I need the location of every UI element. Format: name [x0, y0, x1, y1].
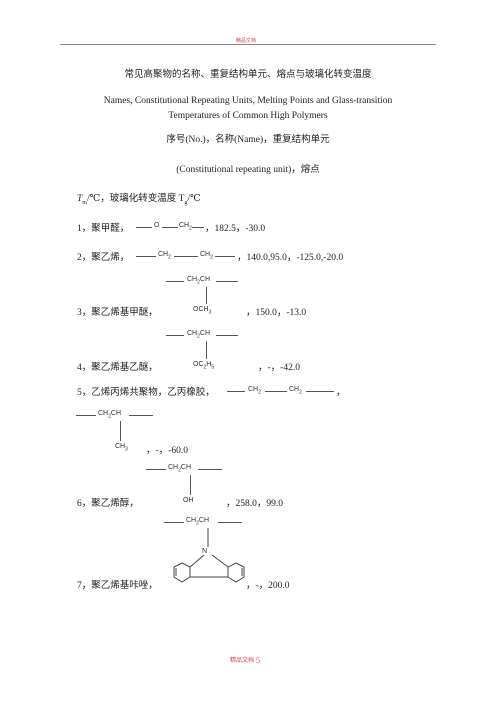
entry-6-bond-right [198, 469, 222, 470]
entry-1-bond-mid [162, 227, 178, 228]
entry-1-bond-right [192, 227, 204, 228]
entry-5-bond-b [265, 391, 287, 392]
entry-2-values: ，140.0,95.0，-125.0,-20.0 [237, 253, 344, 263]
legend-tg-sub: g [184, 199, 188, 206]
entry-5-bond-e [129, 415, 153, 416]
entry-4-group-ch2ch: CH2CH [187, 330, 211, 340]
page-header: 精品文档 [236, 39, 257, 44]
entry-5-bond-vertical [120, 421, 121, 441]
entry-5-group-ch2-a: CH2 [248, 386, 261, 396]
legend-tm-sub: m [82, 199, 87, 206]
entry-7-bond-right [218, 522, 242, 523]
entry-2-bond-mid [174, 256, 198, 257]
legend-tm-symbol: T [77, 194, 83, 204]
entry-3-bond-right [216, 281, 238, 282]
entry-1-label: 1，聚甲醛， [77, 224, 130, 234]
entry-3-bond-left [166, 281, 184, 282]
title-en-line2: Temperatures of Common High Polymers [168, 111, 328, 121]
entry-6-group-ch2ch: CH2CH [168, 464, 192, 474]
entry-4-bond-left [166, 335, 184, 336]
entry-6-label: 6，聚乙烯醇， [77, 499, 139, 509]
entry-5-bond-d [76, 415, 96, 416]
entry-7-atom-n: N [202, 548, 208, 555]
entry-6-bond-vertical [190, 475, 191, 495]
footer-text: 精品文档 [230, 658, 255, 664]
entry-6-bond-left [146, 469, 166, 470]
entry-1-group-ch2: CH2 [179, 222, 192, 232]
entry-5-group-ch2ch: CH2CH [98, 410, 122, 420]
title-zh: 常见高聚物的名称、重复结构单元、熔点与玻璃化转变温度 [124, 70, 372, 80]
entry-5-trailing: ， [336, 388, 346, 398]
entry-7-group-ch2ch: CH2CH [186, 517, 210, 527]
entry-5-bond-a [227, 391, 245, 392]
entry-1-atom-o: O [154, 222, 160, 229]
entry-3-label: 3，聚乙烯基甲醚， [77, 308, 158, 318]
entry-3-group-och3: OCH3 [193, 306, 212, 316]
entry-2-group-ch2-a: CH2 [158, 251, 171, 261]
entry-5-values: ，-，-60.0 [146, 446, 188, 456]
entry-7-values: ，-，200.0 [246, 581, 290, 591]
entry-7-label: 7，聚乙烯基咔唑， [77, 581, 158, 591]
entry-5-group-ch2-b: CH2 [289, 386, 302, 396]
legend-mid: /℃，玻璃化转变温度 T [86, 194, 185, 204]
entry-1-values: ，182.5，-30.0 [205, 224, 266, 234]
entry-3-group-ch2ch: CH2CH [187, 276, 211, 286]
entry-4-bond-vertical [206, 341, 207, 359]
entry-6-group-oh: OH [183, 497, 194, 504]
legend-line1: 序号(No.)，名称(Name)，重复结构单元 [166, 135, 330, 145]
entry-5-label: 5，乙烯丙烯共聚物，乙丙橡胶， [77, 388, 215, 398]
entry-4-label: 4，聚乙烯基乙醚， [77, 363, 158, 373]
entry-5-bond-c [306, 391, 334, 392]
entry-4-bond-right [216, 335, 238, 336]
entry-2-bond-right [215, 256, 235, 257]
entry-6-values: ，258.0，99.0 [226, 499, 284, 509]
entry-3-bond-vertical [206, 287, 207, 304]
entry-2-bond-left [136, 256, 156, 257]
page-number: 5 [256, 656, 261, 665]
legend-line3: Tm/℃，玻璃化转变温度 Tg/℃ [77, 193, 201, 209]
title-en-line1: Names, Constitutional Repeating Units, M… [103, 96, 393, 106]
entry-4-values: ，-，-42.0 [258, 363, 300, 373]
entry-2-label: 2，聚乙烯， [77, 253, 130, 263]
entry-7-bond-left [164, 522, 184, 523]
entry-5-group-ch3: CH3 [115, 443, 128, 453]
entry-2-group-ch2-b: CH2 [200, 251, 213, 261]
entry-4-group-oc2h5: OC2H5 [193, 361, 215, 371]
legend-suffix: /℃ [187, 194, 201, 204]
entry-1-bond-left [136, 227, 152, 228]
header-rule [60, 44, 436, 45]
legend-line2: (Constitutional repeating unit)，熔点 [176, 165, 320, 175]
entry-3-values: ，150.0，-13.0 [246, 308, 307, 318]
